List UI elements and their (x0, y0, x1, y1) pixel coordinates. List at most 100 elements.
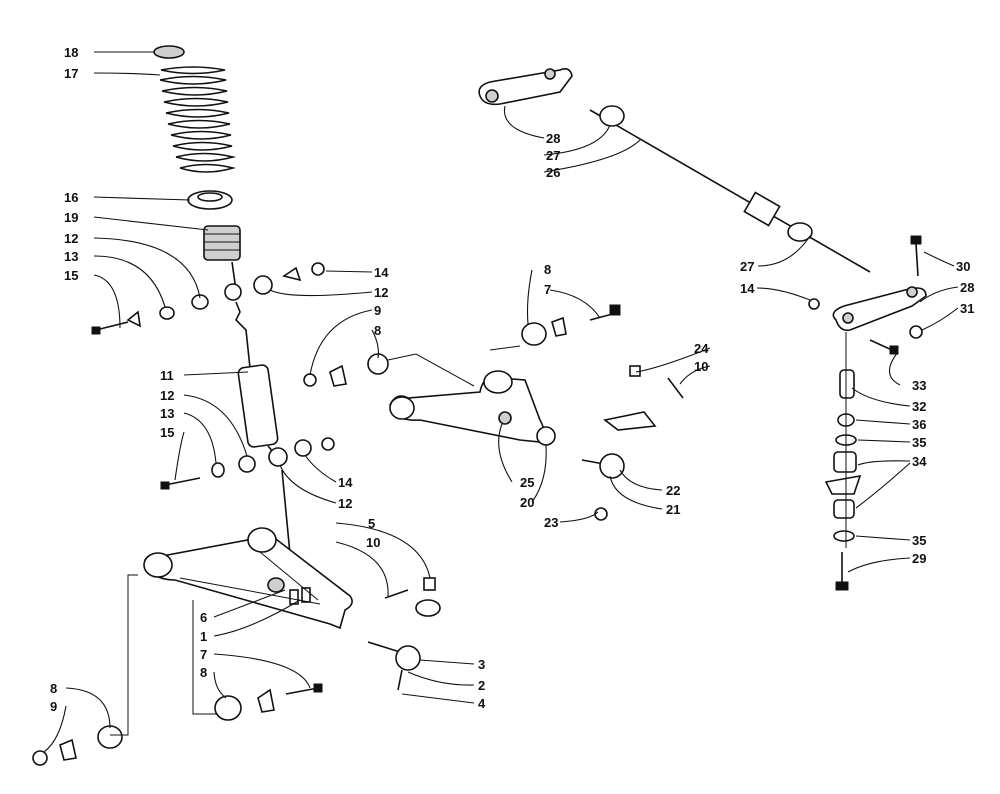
label-6: 6 (200, 610, 207, 625)
label-12-lower-right: 12 (338, 496, 352, 511)
right-nut-top-part (909, 325, 923, 339)
label-32: 32 (912, 399, 926, 414)
label-10-lower: 10 (366, 535, 380, 550)
label-14-lower: 14 (338, 475, 353, 490)
right-link-part (839, 369, 855, 399)
spring-cap-part (153, 45, 185, 59)
label-19: 19 (64, 210, 78, 225)
lower-joint-boot-part (415, 599, 441, 617)
label-16: 16 (64, 190, 78, 205)
label-30: 30 (956, 259, 970, 274)
upper-spacer-right-part (253, 275, 273, 295)
front-lower-bolt-part (285, 683, 323, 695)
label-10-upper: 10 (694, 359, 708, 374)
stabilizer-arm-upper-part (478, 68, 573, 106)
upper-arm-rear-nut-part (303, 373, 317, 387)
label-35-lower: 35 (912, 533, 926, 548)
lower-washer-right-part (294, 439, 312, 457)
label-8-rear: 8 (50, 681, 57, 696)
label-12-right: 12 (374, 285, 388, 300)
right-bolt-lower-part (869, 339, 899, 355)
stabilizer-arm-lower-part (832, 286, 927, 332)
right-bolt-29-part (835, 552, 849, 591)
upper-washer-part (126, 310, 142, 328)
right-nut-left-part (808, 298, 820, 310)
lower-cotter-part (384, 589, 409, 599)
upper-arm-bushing-part (521, 322, 547, 346)
label-28-upper: 28 (546, 131, 560, 146)
lower-spacer-part (238, 455, 256, 473)
label-35-upper: 35 (912, 435, 926, 450)
leader-lines (43, 51, 959, 753)
upper-cotter-part (667, 377, 684, 399)
label-15-lower: 15 (160, 425, 174, 440)
label-28-lower: 28 (960, 280, 974, 295)
label-4: 4 (478, 696, 486, 711)
rear-lower-washer-part (59, 738, 77, 761)
upper-ball-joint-part (581, 453, 625, 479)
part-labels: 18 17 16 19 12 13 15 14 12 9 8 11 12 13 … (50, 45, 974, 714)
lower-ball-joint-part (367, 641, 421, 691)
label-27-lower: 27 (740, 259, 754, 274)
adjuster-collar-part (203, 225, 241, 261)
label-29: 29 (912, 551, 926, 566)
label-27-upper: 27 (546, 148, 560, 163)
upper-washer-right-part (282, 266, 302, 282)
label-25: 25 (520, 475, 534, 490)
label-9-center: 9 (374, 303, 381, 318)
label-3: 3 (478, 657, 485, 672)
label-12-lower: 12 (160, 388, 174, 403)
right-bushing-34b-part (833, 499, 855, 519)
label-23: 23 (544, 515, 558, 530)
right-bolt-top-part (910, 235, 922, 277)
label-7-upper-arm: 7 (544, 282, 551, 297)
upper-bushing-left-part (159, 306, 175, 320)
front-lower-washer-part (257, 688, 275, 713)
label-14-right: 14 (740, 281, 755, 296)
label-8-center: 8 (374, 323, 381, 338)
rear-lower-bushing-part (97, 725, 123, 749)
label-11: 11 (160, 368, 174, 383)
label-17: 17 (64, 66, 78, 81)
label-8-lower: 8 (200, 665, 207, 680)
upper-clip-part (603, 411, 657, 431)
label-12-upper: 12 (64, 231, 78, 246)
label-8-upper-arm: 8 (544, 262, 551, 277)
label-20: 20 (520, 495, 534, 510)
label-9-rear: 9 (50, 699, 57, 714)
lower-a-arm-part (143, 527, 353, 630)
upper-retainer-part (594, 507, 608, 521)
lower-bolt-part (160, 477, 201, 490)
lower-castle-nut-part (423, 577, 436, 591)
label-36: 36 (912, 417, 926, 432)
front-lower-bushing-part (214, 695, 242, 721)
rear-lower-nut-part (32, 750, 48, 766)
spring-seat-part (187, 190, 233, 210)
label-31: 31 (960, 301, 974, 316)
upper-nut-part (311, 262, 325, 276)
shock-absorber-part (224, 261, 293, 576)
upper-arm-rear-washer-part (329, 364, 347, 387)
label-13-lower: 13 (160, 406, 174, 421)
label-26: 26 (546, 165, 560, 180)
label-18: 18 (64, 45, 78, 60)
lower-spacer-right-part (268, 447, 288, 467)
label-14-upper: 14 (374, 265, 389, 280)
upper-arm-washer-part (551, 316, 567, 337)
label-24: 24 (694, 341, 709, 356)
upper-bolt-part (91, 321, 129, 335)
label-13-upper: 13 (64, 249, 78, 264)
label-5: 5 (368, 516, 375, 531)
label-2: 2 (478, 678, 485, 693)
coil-spring-part (159, 66, 237, 173)
label-7-lower: 7 (200, 647, 207, 662)
lower-bushing-part (211, 462, 225, 478)
upper-arm-bolt-part (589, 304, 621, 321)
label-21: 21 (666, 502, 680, 517)
upper-a-arm-part (389, 370, 556, 446)
lower-nut-part (321, 437, 335, 451)
label-15-upper: 15 (64, 268, 78, 283)
label-1: 1 (200, 629, 207, 644)
tie-rod-part (589, 105, 871, 273)
